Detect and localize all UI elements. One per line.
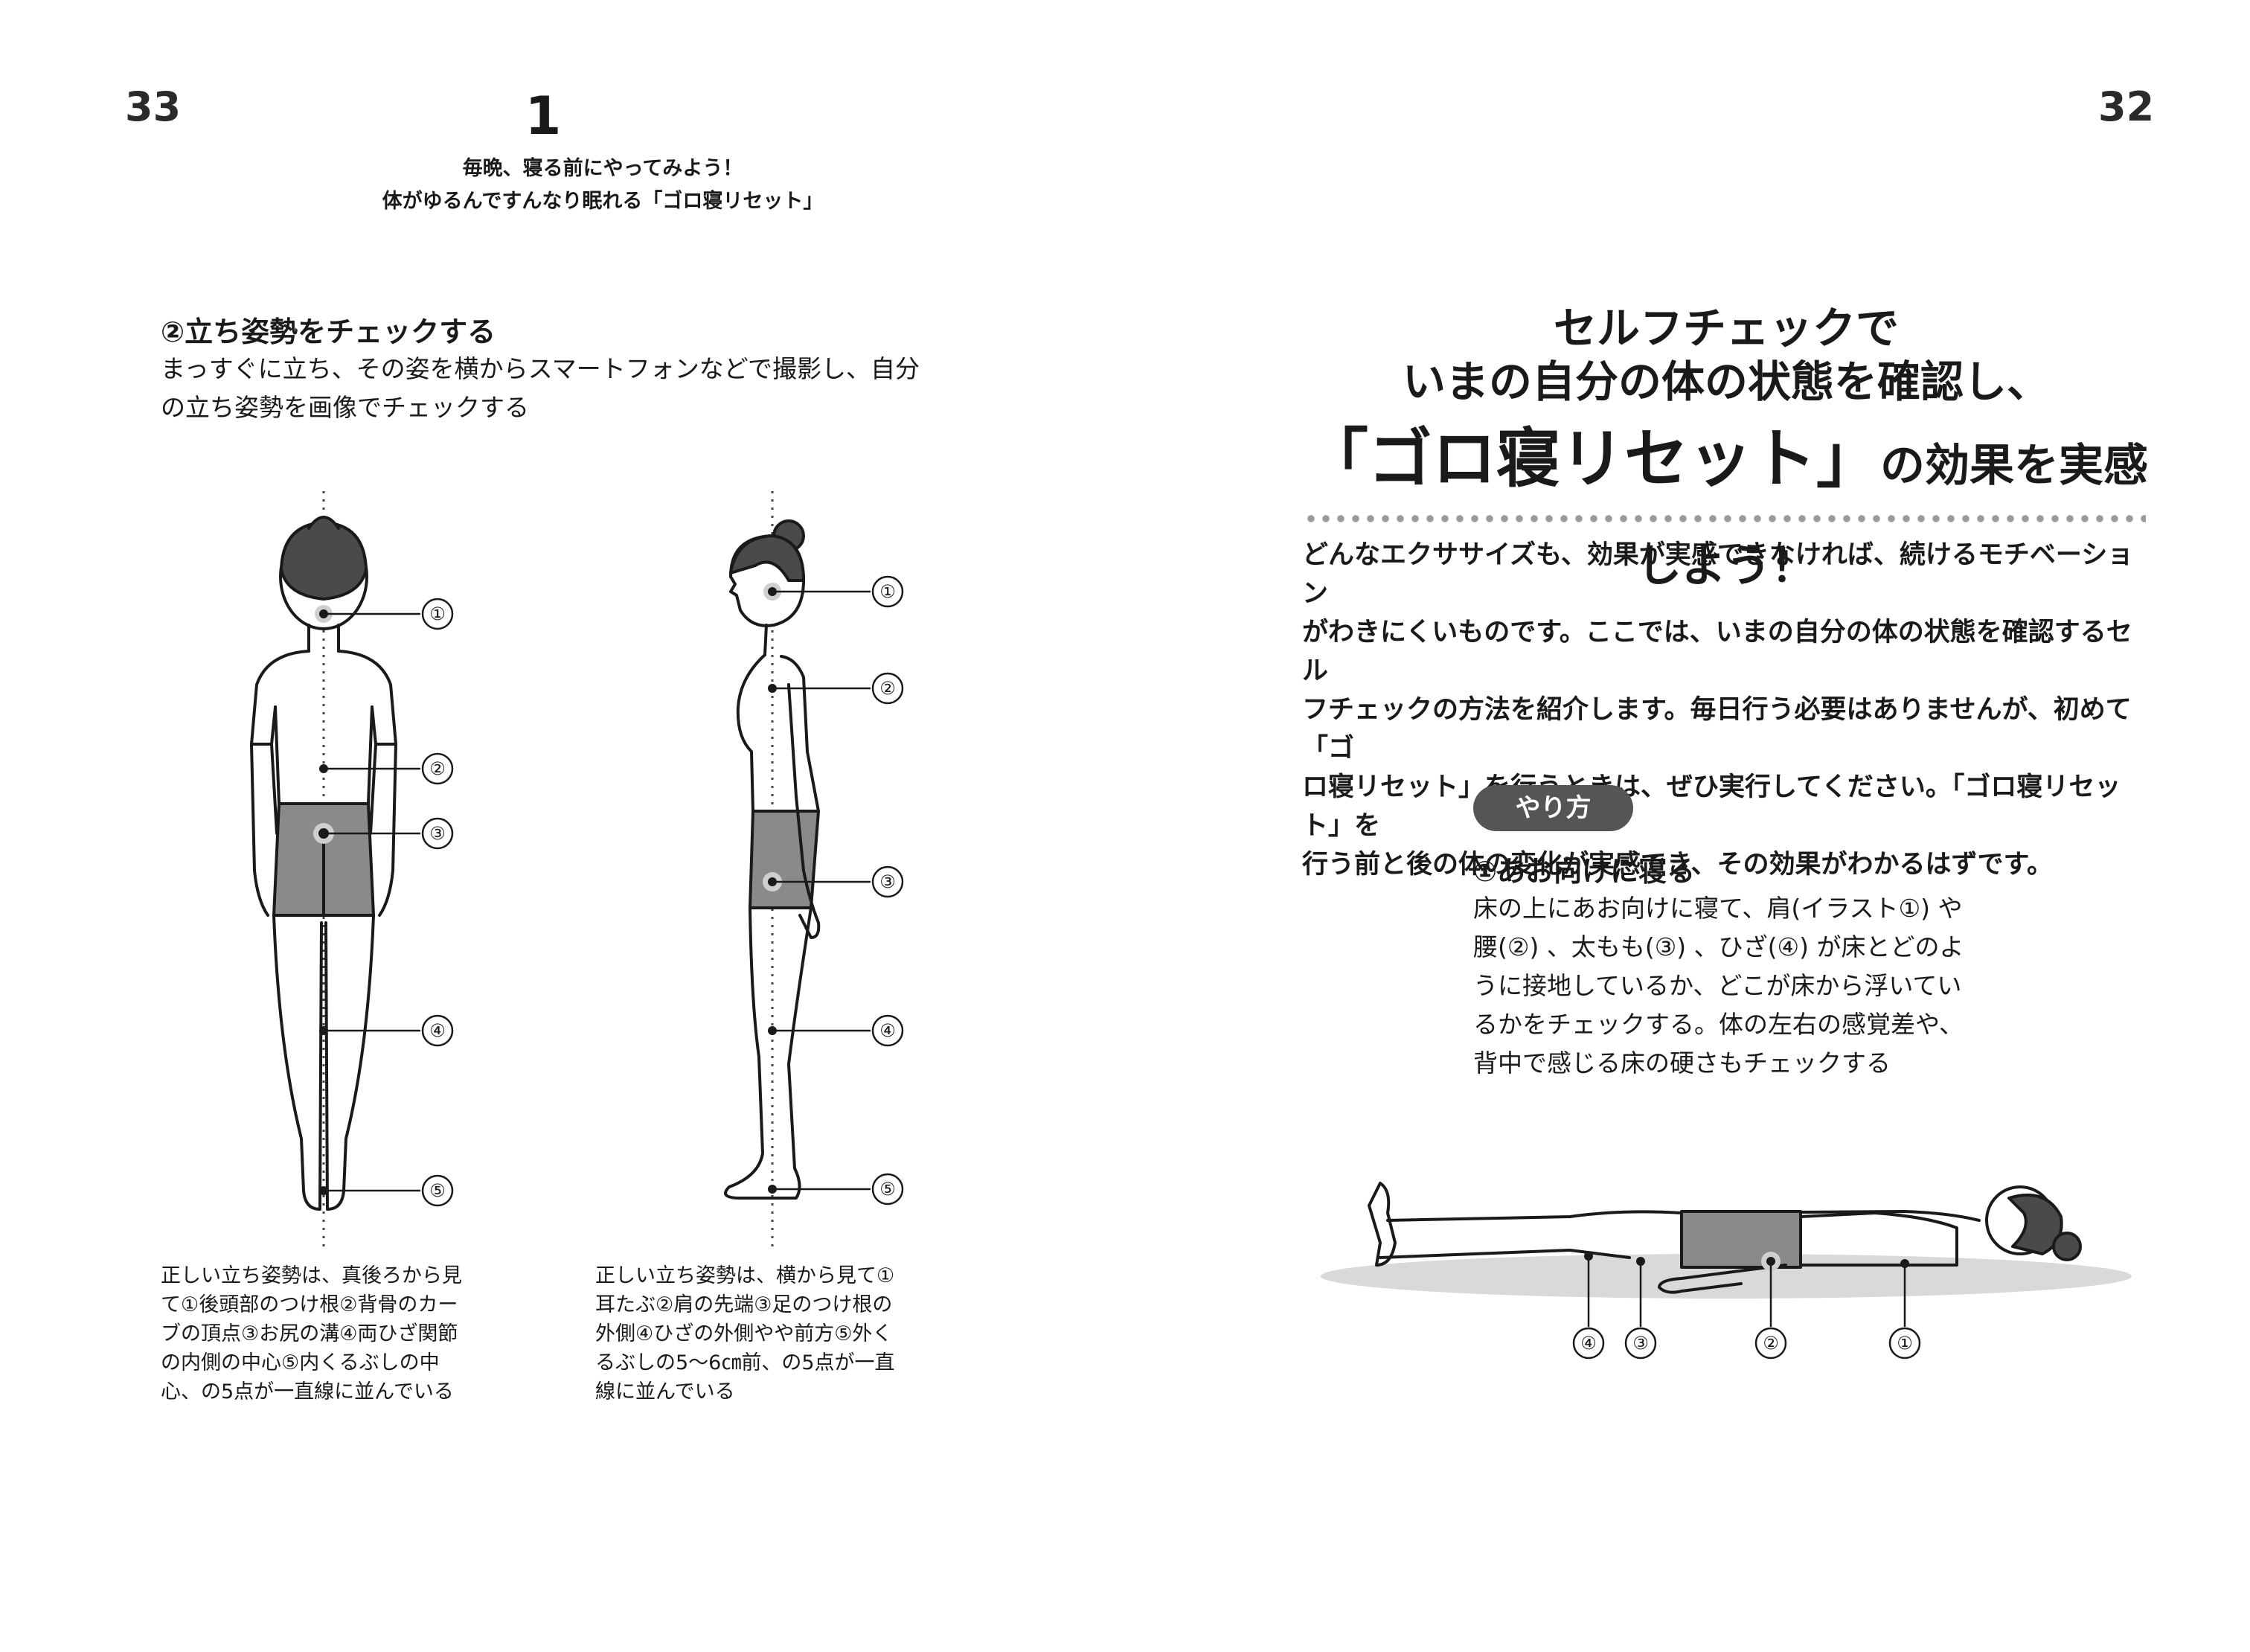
back-view-figure: ① ② ③ ④ ⑤ xyxy=(250,491,454,1250)
standing-step-heading: ②立ち姿勢をチェックする xyxy=(161,316,496,348)
back-marker-1: ① xyxy=(429,604,446,624)
left-page-number: 33 xyxy=(125,83,182,130)
lying-marker-1: ① xyxy=(1897,1333,1913,1354)
intro-text: どんなエクササイズも、効果が実感できなければ、続けるモチベーション がわきにくい… xyxy=(1302,536,2150,884)
lying-figure: ④ ③ ② ① xyxy=(1321,1182,2132,1360)
side-caption-line-1: 正しい立ち姿勢は、横から見て① xyxy=(595,1264,895,1287)
headline-line-3: 「ゴロ寝リセット」の効果を実感しよう！ xyxy=(1295,414,2158,622)
standing-step-text-line-1: まっすぐに立ち、その姿を横からスマートフォンなどで撮影し、自分 xyxy=(161,354,920,383)
side-caption-line-3: 外側④ひざの外側やや前方⑤外く xyxy=(595,1322,893,1345)
intro-line-3: フチェックの方法を紹介します。毎日行う必要はありませんが、初めて「ゴ xyxy=(1302,695,2132,763)
side-caption-line-2: 耳たぶ②肩の先端③足のつけ根の xyxy=(595,1293,893,1316)
back-marker-5: ⑤ xyxy=(429,1180,446,1201)
back-marker-2: ② xyxy=(429,758,446,779)
standing-step-text: まっすぐに立ち、その姿を横からスマートフォンなどで撮影し、自分 の立ち姿勢を画像… xyxy=(161,350,987,427)
intro-line-1: どんなエクササイズも、効果が実感できなければ、続けるモチベーション xyxy=(1302,540,2134,609)
back-marker-4: ④ xyxy=(429,1020,446,1041)
side-caption-line-5: 線に並んでいる xyxy=(595,1380,735,1403)
dotted-divider xyxy=(1304,515,2146,522)
lying-step-heading: ①あお向けに寝る xyxy=(1473,855,1696,888)
side-marker-3: ③ xyxy=(879,871,896,892)
side-marker-dots xyxy=(763,583,782,1194)
headline: セルフチェックで いまの自分の体の状態を確認し、 「ゴロ寝リセット」の効果を実感… xyxy=(1295,301,2158,622)
running-title-line-1: 毎晩、寝る前にやってみよう！ xyxy=(462,157,743,180)
chapter-number: 1 xyxy=(525,86,562,147)
headline-emphasis: 「ゴロ寝リセット」 xyxy=(1304,422,1880,496)
back-marker-3: ③ xyxy=(429,823,446,844)
running-title-line-2: 体がゆるんですんなり眠れる「ゴロ寝リセット」 xyxy=(382,190,824,213)
headline-line-2: いまの自分の体の状態を確認し、 xyxy=(1402,356,2050,407)
standing-step-text-line-2: の立ち姿勢を画像でチェックする xyxy=(161,393,529,422)
side-caption-line-4: るぶしの5～6㎝前、の5点が一直 xyxy=(595,1351,895,1374)
lying-step-text-line-4: るかをチェックする。体の左右の感覚差や、 xyxy=(1473,1010,1964,1039)
lying-step-text-line-3: うに接地しているか、どこが床から浮いてい xyxy=(1473,971,1962,1000)
side-marker-2: ② xyxy=(879,678,896,699)
back-caption-line-1: 正しい立ち姿勢は、真後ろから見 xyxy=(161,1264,462,1287)
intro-line-4: ロ寝リセット」を行うときは、ぜひ実行してください。「ゴロ寝リセット」を xyxy=(1302,772,2121,841)
back-caption-line-5: 心、の5点が一直線に並んでいる xyxy=(161,1380,454,1403)
lying-marker-4: ④ xyxy=(1580,1333,1597,1354)
back-caption-line-2: て①後頭部のつけ根②背骨のカー xyxy=(161,1293,458,1316)
headline-line-1: セルフチェックで xyxy=(1553,303,1899,353)
lying-marker-3: ③ xyxy=(1632,1333,1649,1354)
side-marker-4: ④ xyxy=(879,1020,896,1041)
back-view-caption: 正しい立ち姿勢は、真後ろから見 て①後頭部のつけ根②背骨のカー ブの頂点③お尻の… xyxy=(161,1261,533,1406)
lying-step-text-line-5: 背中で感じる床の硬さもチェックする xyxy=(1473,1048,1891,1078)
lying-step-text-line-1: 床の上にあお向けに寝て、肩(イラスト①) や xyxy=(1473,894,1963,923)
back-caption-line-4: の内側の中心⑤内くるぶしの中 xyxy=(161,1351,440,1374)
headline-tail: の効果を実感しよう！ xyxy=(1637,440,2148,592)
lying-marker-2: ② xyxy=(1763,1333,1779,1354)
side-view-caption: 正しい立ち姿勢は、横から見て① 耳たぶ②肩の先端③足のつけ根の 外側④ひざの外側… xyxy=(595,1261,967,1406)
intro-line-5: 行う前と後の体の変化が実感でき、その効果がわかるはずです。 xyxy=(1302,850,2054,880)
lying-step-text-line-2: 腰(②) 、太もも(③) 、ひざ(④) が床とどのよ xyxy=(1473,932,1964,961)
running-title: 毎晩、寝る前にやってみよう！ 体がゆるんですんなり眠れる「ゴロ寝リセット」 xyxy=(320,153,885,218)
lying-step-text: 床の上にあお向けに寝て、肩(イラスト①) や 腰(②) 、太もも(③) 、ひざ(… xyxy=(1473,889,2068,1083)
side-marker-5: ⑤ xyxy=(879,1179,896,1200)
intro-line-2: がわきにくいものです。ここでは、いまの自分の体の状態を確認するセル xyxy=(1302,618,2132,686)
right-page-number: 32 xyxy=(2098,83,2155,130)
back-caption-line-3: ブの頂点③お尻の溝④両ひざ関節 xyxy=(161,1322,458,1345)
method-badge: やり方 xyxy=(1473,785,1633,831)
side-marker-1: ① xyxy=(879,581,896,602)
side-view-figure: ① ② ③ ④ ⑤ xyxy=(724,491,904,1250)
